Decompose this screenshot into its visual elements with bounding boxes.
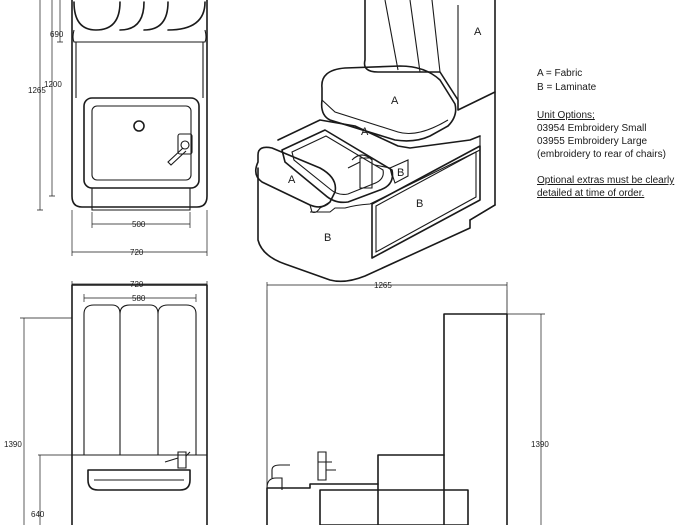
unit-options-heading: Unit Options; [537,110,595,121]
iso-back-body [469,91,496,221]
side-armrest-tap [271,464,290,471]
label-a-back: A [474,26,482,38]
plan-back-cushion-base [72,29,207,43]
dim-1390-front: 1390 [4,440,22,449]
side-laminate-panel [319,489,469,525]
plan-back-cushions [73,1,206,31]
label-b-base: B [324,232,331,244]
optional-note-line2: detailed at time of order. [537,188,644,199]
iso-left-armrest [254,146,337,208]
plan-outline [71,0,208,208]
unit-option-2: 03955 Embroidery Large [537,136,648,147]
dim-690: 690 [50,30,64,39]
dim-1265-plan: 1265 [28,86,46,95]
plan-drain-icon [133,120,145,132]
iso-laminate-panel [371,145,481,259]
plan-basin-outer [83,97,200,189]
dim-720-front: 720 [130,280,144,289]
iso-back-rest [363,0,496,111]
dim-1265-side: 1265 [374,281,392,290]
iso-base-body [257,167,496,283]
notes: A = Fabric B = Laminate Unit Options; 03… [537,68,674,199]
plan-armrest-lines [75,42,204,98]
iso-seat-cushion [320,65,457,142]
iso-basin-inner [291,135,384,195]
label-a-armrest: A [288,174,296,186]
iso-small-panel [389,159,409,184]
dim-580: 580 [132,294,146,303]
front-tap-icon [164,451,191,469]
front-basin [87,469,191,491]
front-view: 720 580 1390 640 [4,280,208,525]
label-b-small: B [397,167,404,179]
label-a-seat: A [391,95,399,107]
optional-note-line1: Optional extras must be clearly [537,175,674,186]
side-base [266,483,379,525]
side-seat-block [377,454,445,525]
iso-back-stripes [384,0,459,100]
legend-laminate: B = Laminate [537,82,597,93]
plan-tap-icon [167,133,193,166]
front-outline [71,284,208,525]
plan-view: 690 1200 1265 500 720 [28,0,208,257]
label-a-armrest-seat: A [361,126,369,138]
dim-1390-side: 1390 [531,440,549,449]
unit-option-3: (embroidery to rear of chairs) [537,149,666,160]
plan-basin-inner [91,105,192,181]
unit-option-1: 03954 Embroidery Small [537,123,647,134]
side-armrest [266,470,283,490]
front-back-cushions [83,304,197,455]
plan-footrest [91,188,191,211]
dim-640: 640 [31,510,45,519]
iso-upper-deck [277,119,481,149]
iso-laminate-panel-inner [375,151,477,253]
dim-500: 500 [132,220,146,229]
dim-1200: 1200 [44,80,62,89]
iso-tap-icon [347,154,393,189]
isometric-view: A A A A B B B [254,0,496,283]
label-b-panel: B [416,198,423,210]
side-view: 1265 1390 [266,281,549,525]
side-back-rest [443,313,508,525]
side-tap-icon [317,451,336,481]
legend-fabric: A = Fabric [537,68,582,79]
dim-720-plan: 720 [130,248,144,257]
iso-seat-front [321,99,449,135]
